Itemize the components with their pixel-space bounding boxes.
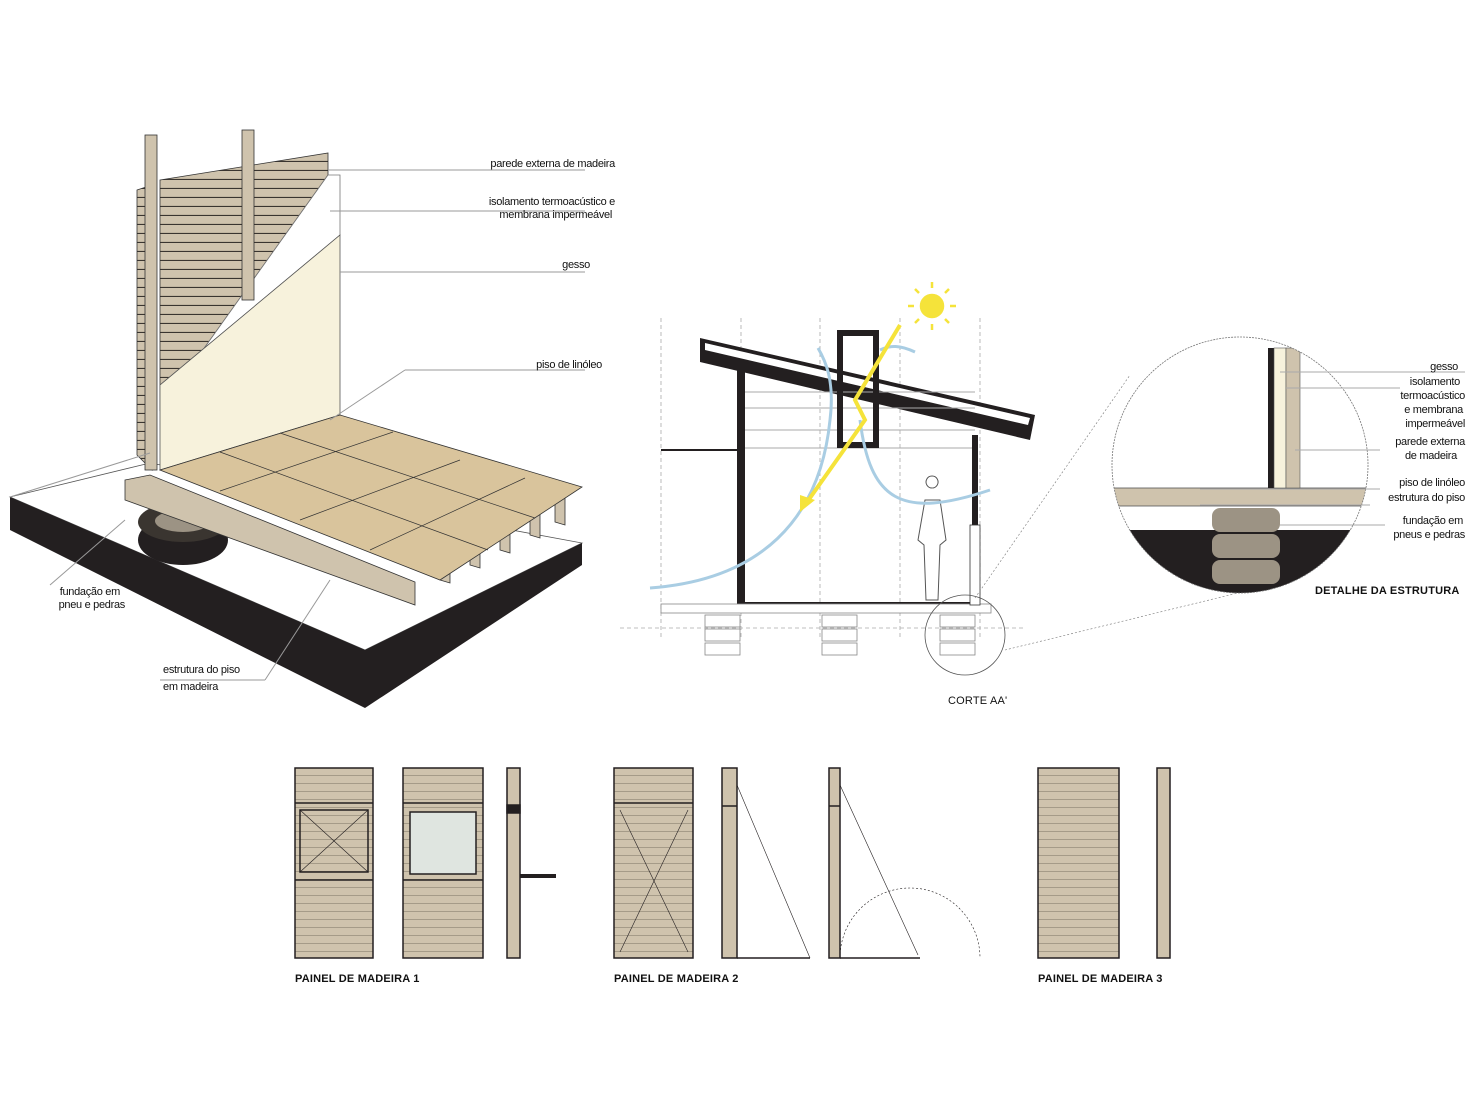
roof	[700, 338, 1035, 440]
panel-1-open	[402, 767, 484, 959]
wood-panels	[294, 767, 1171, 959]
label-insulation-1: isolamento termoacústico e	[488, 196, 615, 208]
airflow-arrows	[649, 345, 991, 590]
wall-post	[144, 134, 158, 471]
detail-callout-circle	[924, 594, 1006, 676]
section-caption: CORTE AA'	[948, 695, 1008, 707]
detail-label-exterior-wall-2: de madeira	[1404, 450, 1457, 462]
detail-label-insulation-4: impermeável	[1405, 418, 1465, 430]
label-floor-structure-2: em madeira	[163, 681, 219, 693]
roof-edge	[705, 343, 1030, 425]
panel-2-front	[613, 767, 694, 959]
detail-label-exterior-wall-1: parede externa	[1395, 436, 1465, 448]
sun-icon	[908, 282, 956, 330]
panel-2-caption: PAINEL DE MADEIRA 2	[614, 973, 739, 985]
panel-1-caption: PAINEL DE MADEIRA 1	[295, 973, 420, 985]
detail-label-plaster: gesso	[1430, 361, 1458, 373]
detail-label-linoleum: piso de linóleo	[1399, 477, 1465, 489]
detail-caption: DETALHE DA ESTRUTURA	[1315, 585, 1460, 597]
panel-3-caption: PAINEL DE MADEIRA 3	[1038, 973, 1163, 985]
sunlight-arrow	[803, 323, 902, 507]
label-foundation-1: fundação em	[59, 586, 121, 598]
detail-label-foundation-1: fundação em	[1402, 515, 1464, 527]
label-exterior-wall: parede externa de madeira	[490, 158, 615, 170]
panel-1-front	[294, 767, 374, 959]
label-floor-structure-1: estrutura do piso	[163, 664, 240, 676]
section-view	[620, 282, 1251, 676]
person-silhouette	[917, 475, 947, 601]
detail-label-floor-structure: estrutura do piso	[1388, 492, 1465, 504]
skylight	[837, 330, 879, 448]
label-linoleum: piso de linóleo	[536, 359, 602, 371]
panel-2-side	[721, 767, 981, 959]
axonometric-view	[8, 129, 585, 708]
ground-slab-side	[365, 543, 582, 708]
panel-3-front	[1037, 767, 1171, 959]
ground-slab-front	[10, 497, 365, 708]
label-plaster: gesso	[562, 259, 590, 271]
wall-post	[241, 129, 255, 301]
label-insulation-2: membrana impermeável	[499, 209, 612, 221]
detail-label-foundation-2: pneus e pedras	[1393, 529, 1465, 541]
detail-label-insulation-2: termoacústico	[1400, 390, 1465, 402]
label-foundation-2: pneu e pedras	[58, 599, 126, 611]
floor-beam	[124, 474, 416, 606]
detail-label-insulation-3: e membrana	[1404, 404, 1463, 416]
panel-1-side	[506, 767, 556, 959]
detail-label-insulation-1: isolamento	[1409, 376, 1461, 388]
